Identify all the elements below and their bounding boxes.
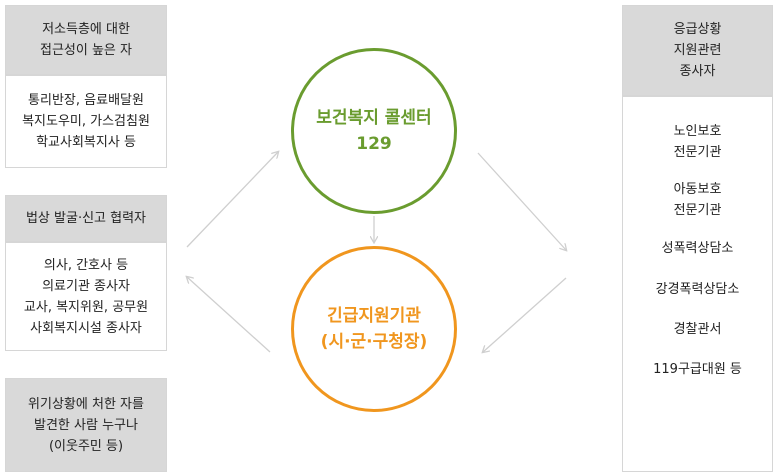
right-item: 경찰관서 xyxy=(623,319,772,340)
right-item-line: 노인보호 xyxy=(673,124,722,139)
left-group1-body-line: 학교사회복지사 등 xyxy=(36,135,136,150)
arrow-right-to-agency xyxy=(483,277,567,352)
right-header-line: 응급상황 xyxy=(673,22,722,37)
right-item-line: 전문기관 xyxy=(673,203,722,218)
right-item-line: 강경폭력상담소 xyxy=(655,282,740,297)
left-group1-header-line: 저소득층에 대한 xyxy=(42,22,130,37)
arrow-left-to-callcenter xyxy=(186,152,278,248)
agency-subtitle: (시·군·구청장) xyxy=(320,332,428,352)
left-group1-header-line: 접근성이 높은 자 xyxy=(40,43,132,58)
right-item: 119구급대원 등 xyxy=(623,359,772,380)
right-header-line: 종사자 xyxy=(679,64,716,79)
right-header: 응급상황 지원관련 종사자 xyxy=(622,5,773,96)
left-group2-body-line: 교사, 복지위원, 공무원 xyxy=(23,299,149,315)
left-group2-header: 법상 발굴·신고 협력자 xyxy=(5,195,167,242)
left-group2-header-line: 법상 발굴·신고 협력자 xyxy=(25,211,147,226)
left-group2-body-line: 의사, 간호사 등 xyxy=(43,257,129,273)
right-item: 성폭력상담소 xyxy=(623,238,772,259)
right-item: 아동보호 전문기관 xyxy=(623,179,772,221)
agency-circle: 긴급지원기관 (시·군·구청장) xyxy=(291,246,457,412)
right-item-line: 119구급대원 등 xyxy=(653,362,742,377)
right-body: 노인보호 전문기관 아동보호 전문기관 성폭력상담소 강경폭력상담소 경찰관서 … xyxy=(622,96,773,472)
right-item: 노인보호 전문기관 xyxy=(623,121,772,163)
left-group3-line: 위기상황에 처한 자를 xyxy=(28,396,144,412)
callcenter-title: 보건복지 콜센터 xyxy=(316,108,432,128)
callcenter-circle: 보건복지 콜센터 129 xyxy=(291,48,457,214)
left-group1-body-line: 복지도우미, 가스검침원 xyxy=(22,114,150,129)
left-group1-body: 통리반장, 음료배달원 복지도우미, 가스검침원 학교사회복지사 등 xyxy=(5,75,167,168)
left-group2-body-line: 의료기관 종사자 xyxy=(42,278,130,294)
right-item-line: 성폭력상담소 xyxy=(661,241,734,256)
right-header-line: 지원관련 xyxy=(673,43,722,58)
arrow-callcenter-to-right xyxy=(477,152,566,250)
left-group1-header: 저소득층에 대한 접근성이 높은 자 xyxy=(5,5,167,75)
right-item-line: 전문기관 xyxy=(673,145,722,160)
left-group3-box: 위기상황에 처한 자를 발견한 사람 누구나 (이웃주민 등) xyxy=(5,378,167,472)
agency-title: 긴급지원기관 xyxy=(327,306,421,326)
left-group3-line: (이웃주민 등) xyxy=(48,438,124,454)
right-item-line: 아동보호 xyxy=(673,182,722,197)
callcenter-number: 129 xyxy=(356,134,392,154)
right-item: 강경폭력상담소 xyxy=(623,279,772,300)
left-group1-body-line: 통리반장, 음료배달원 xyxy=(28,93,144,108)
right-item-line: 경찰관서 xyxy=(673,322,722,337)
arrow-agency-to-left xyxy=(187,277,271,353)
left-group2-body-line: 사회복지시설 종사자 xyxy=(30,320,142,336)
left-group3-line: 발견한 사람 누구나 xyxy=(34,417,138,433)
left-group2-body: 의사, 간호사 등 의료기관 종사자 교사, 복지위원, 공무원 사회복지시설 … xyxy=(5,242,167,351)
